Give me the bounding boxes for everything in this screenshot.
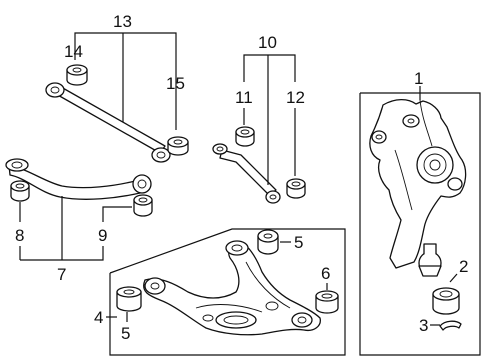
ball-joint: [418, 243, 442, 277]
lower-arm-assembly: [106, 229, 339, 336]
link-end-bushing-left: [45, 82, 65, 98]
callout-6: 6: [321, 264, 330, 283]
bushing-11: [235, 126, 255, 147]
callout-14: 14: [64, 42, 83, 61]
callout-13: 13: [113, 12, 132, 31]
toe-link-end-lower: [265, 190, 281, 204]
bushing-12: [286, 178, 306, 199]
bushing-5-upper: [257, 229, 279, 255]
callout-2: 2: [459, 257, 468, 276]
knuckle-assembly: [369, 86, 467, 331]
link-end-bushing-right: [151, 147, 171, 163]
callout-9: 9: [98, 226, 107, 245]
toe-link-end-upper: [212, 143, 228, 155]
camber-arm-end-right: [132, 174, 152, 194]
callout-3: 3: [419, 316, 428, 335]
toe-link-assembly: [212, 54, 306, 204]
callout-5-upper: 5: [294, 233, 303, 252]
bushing-14: [66, 64, 88, 86]
snap-ring-3: [439, 320, 462, 331]
bushing-2: [432, 287, 460, 315]
callout-8: 8: [15, 226, 24, 245]
callout-7: 7: [57, 265, 66, 284]
upper-link-assembly: [45, 32, 189, 163]
callout-1: 1: [414, 69, 423, 88]
bushing-15: [167, 136, 189, 156]
camber-arm-end-left: [5, 158, 29, 172]
bushing-4: [116, 286, 142, 312]
callout-10: 10: [258, 33, 277, 52]
camber-arm-assembly: [5, 158, 153, 261]
callout-15: 15: [166, 74, 185, 93]
bushing-9: [133, 194, 153, 217]
lower-arm-frame: [109, 228, 346, 356]
callout-12: 12: [286, 88, 305, 107]
callout-4: 4: [94, 308, 103, 327]
bushing-8: [10, 180, 30, 202]
callout-11: 11: [235, 88, 253, 107]
bushing-6: [315, 290, 339, 314]
knuckle-frame: [359, 92, 481, 356]
callout-5-lower: 5: [121, 324, 130, 343]
